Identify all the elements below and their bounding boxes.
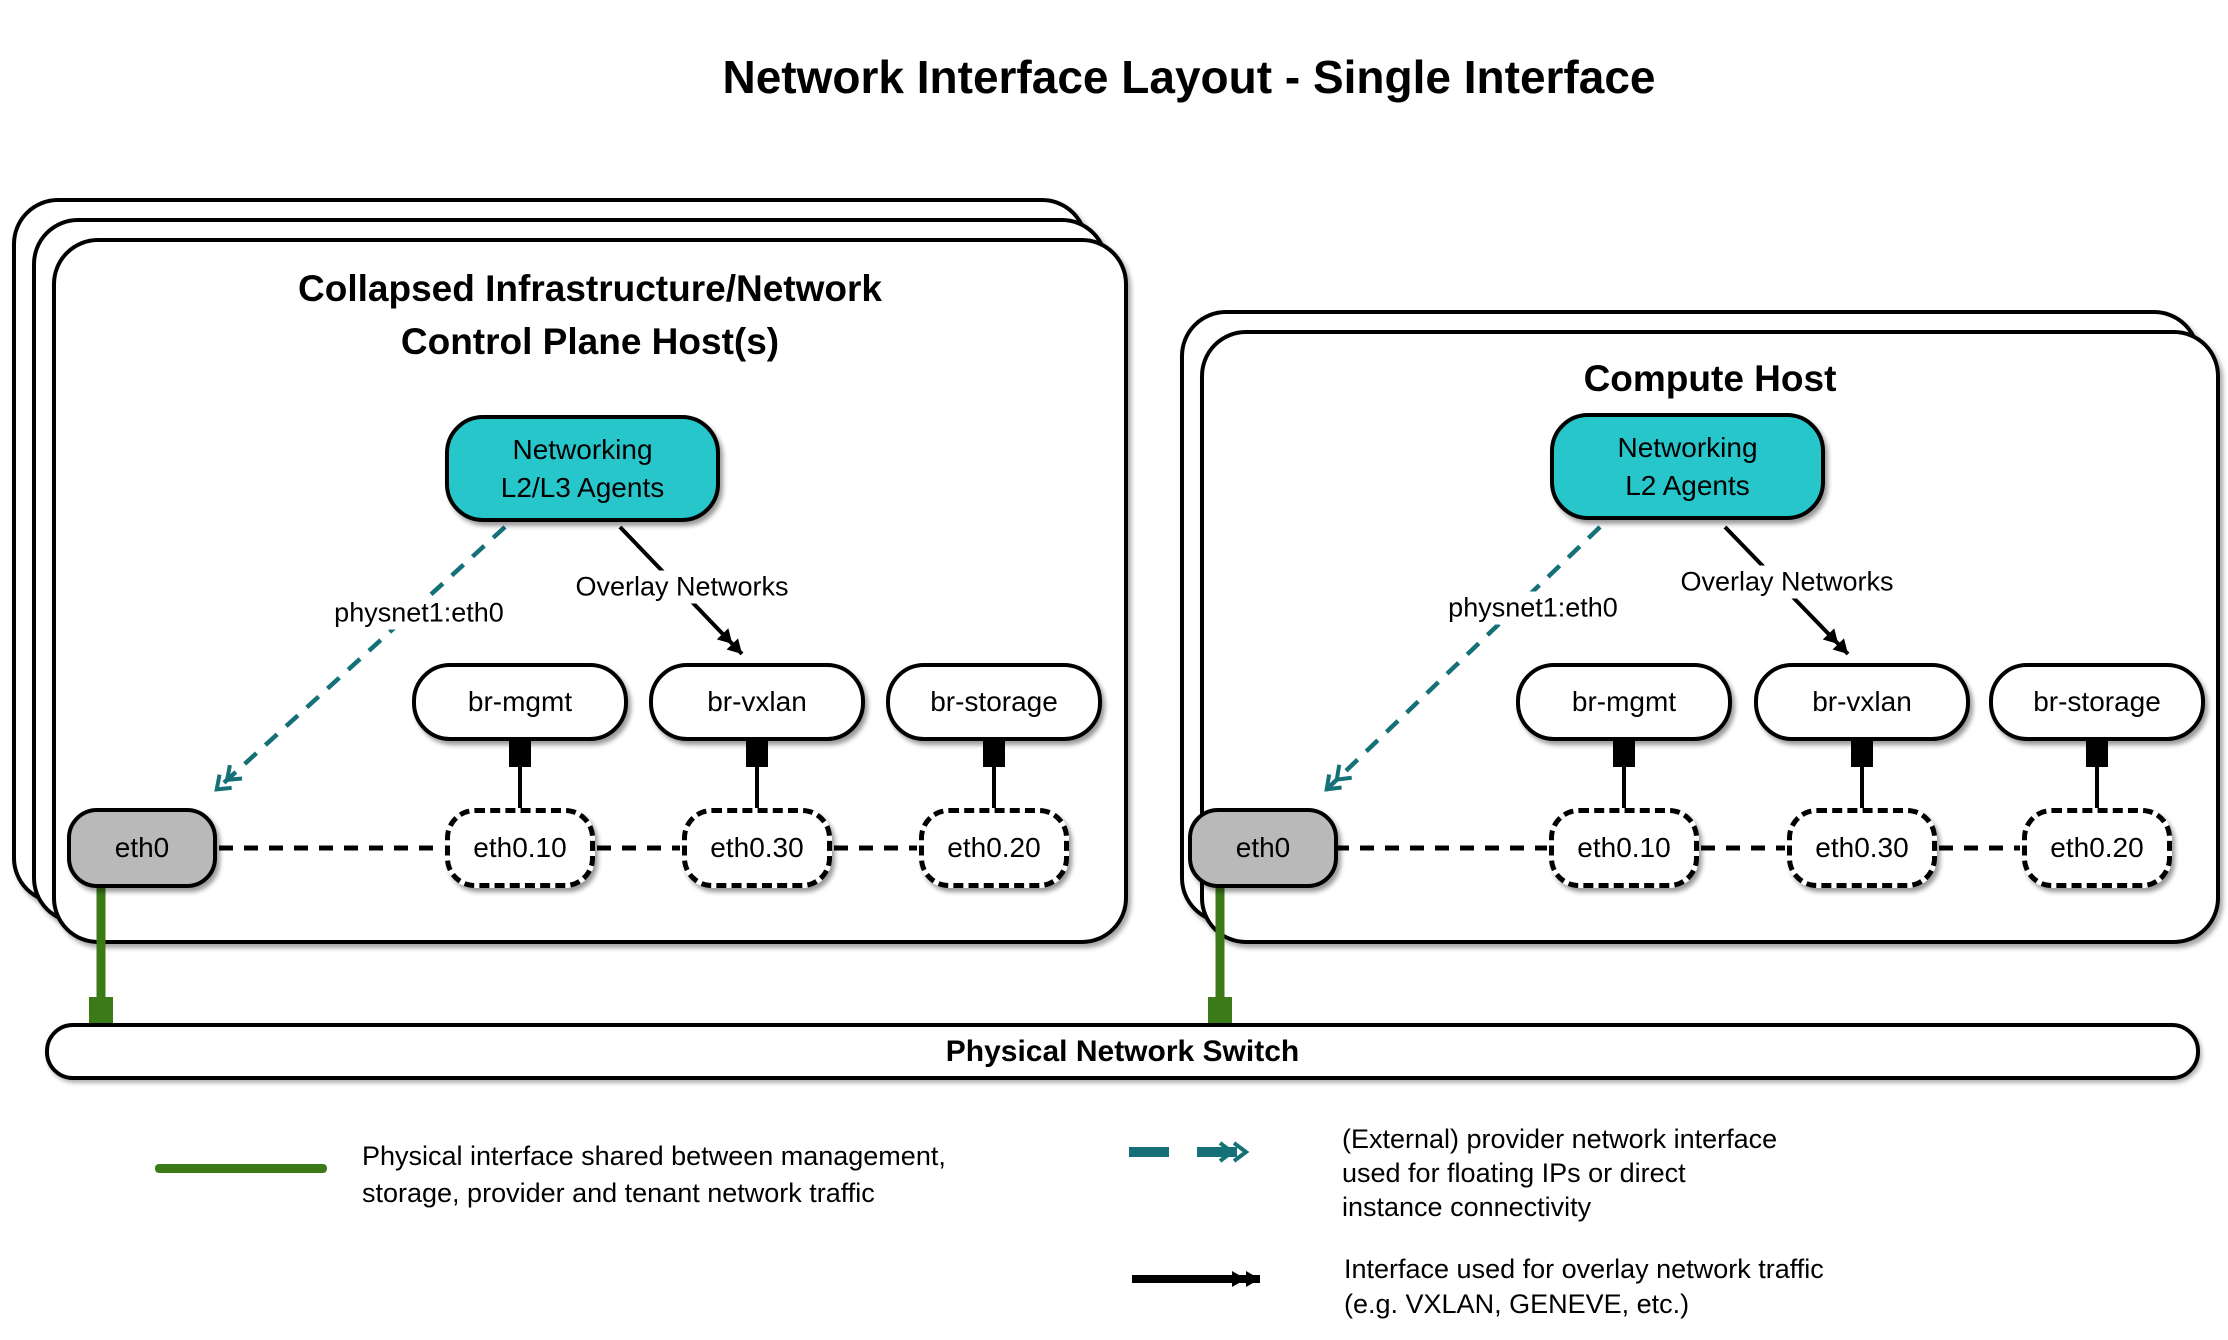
compute-eth0-node: eth0 xyxy=(1188,808,1338,888)
agent-label-line1: Networking xyxy=(512,433,653,465)
compute-host-title: Compute Host xyxy=(1200,352,2220,405)
agent-label-line2: L2 Agents xyxy=(1625,469,1750,501)
legend-physical-line-swatch xyxy=(155,1164,327,1173)
page-title: Network Interface Layout - Single Interf… xyxy=(722,51,1656,103)
compute-bridge-br-mgmt: br-mgmt xyxy=(1516,663,1732,741)
control-networking-agents-node: Networking L2/L3 Agents xyxy=(445,415,720,522)
compute-bridge-br-storage: br-storage xyxy=(1989,663,2205,741)
legend-provider-line1: (External) provider network interface xyxy=(1342,1124,1778,1154)
legend-provider-line2: used for floating IPs or direct xyxy=(1342,1158,1686,1188)
physical-network-switch: Physical Network Switch xyxy=(45,1023,2200,1080)
compute-host-title-line1: Compute Host xyxy=(1583,358,1837,399)
legend-physical-line1: Physical interface shared between manage… xyxy=(362,1141,946,1171)
legend-overlay-line1: Interface used for overlay network traff… xyxy=(1344,1254,1824,1284)
control-host-title: Collapsed Infrastructure/Network Control… xyxy=(52,262,1128,368)
compute-vlan-eth0-10: eth0.10 xyxy=(1549,808,1699,888)
compute-vlan-eth0-20: eth0.20 xyxy=(2022,808,2172,888)
control-host-title-line2: Control Plane Host(s) xyxy=(400,321,780,362)
control-eth0-node: eth0 xyxy=(67,808,217,888)
control-vlan-eth0-20: eth0.20 xyxy=(919,808,1069,888)
compute-networking-agents-node: Networking L2 Agents xyxy=(1550,413,1825,520)
agent-label-line2: L2/L3 Agents xyxy=(500,471,665,503)
switch-label: Physical Network Switch xyxy=(945,1034,1300,1068)
control-bridge-br-mgmt: br-mgmt xyxy=(412,663,628,741)
control-provider-edge-label: physnet1:eth0 xyxy=(328,596,510,630)
compute-overlay-edge-label: Overlay Networks xyxy=(1674,565,1900,599)
compute-provider-edge-label: physnet1:eth0 xyxy=(1442,591,1624,625)
control-bridge-br-storage: br-storage xyxy=(886,663,1102,741)
legend-physical-text: Physical interface shared between manage… xyxy=(362,1138,946,1212)
legend-overlay-text: Interface used for overlay network traff… xyxy=(1344,1252,1824,1322)
legend-provider-text: (External) provider network interface us… xyxy=(1342,1122,1777,1224)
legend-overlay-line2: (e.g. VXLAN, GENEVE, etc.) xyxy=(1344,1289,1690,1319)
legend-physical-line2: storage, provider and tenant network tra… xyxy=(362,1178,875,1208)
control-host-title-line1: Collapsed Infrastructure/Network xyxy=(298,268,882,309)
control-bridge-br-vxlan: br-vxlan xyxy=(649,663,865,741)
compute-vlan-eth0-30: eth0.30 xyxy=(1787,808,1937,888)
control-overlay-edge-label: Overlay Networks xyxy=(569,570,795,604)
control-vlan-eth0-30: eth0.30 xyxy=(682,808,832,888)
legend-provider-line3: instance connectivity xyxy=(1342,1192,1592,1222)
control-vlan-eth0-10: eth0.10 xyxy=(445,808,595,888)
agent-label-line1: Networking xyxy=(1617,431,1758,463)
compute-bridge-br-vxlan: br-vxlan xyxy=(1754,663,1970,741)
